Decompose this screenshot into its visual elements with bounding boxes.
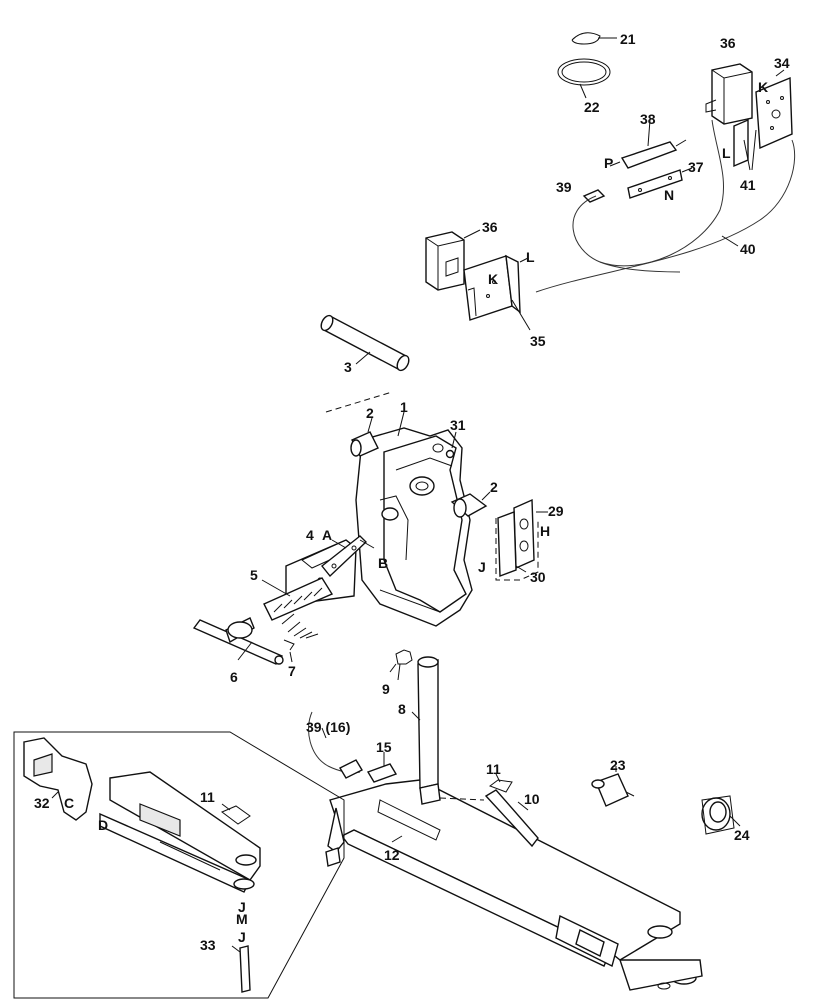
callout-36-top: 36 <box>720 35 736 51</box>
callout-34: 34 <box>774 55 790 71</box>
alignment-dashes-3 <box>325 391 393 413</box>
callout-11-main: 11 <box>486 761 501 777</box>
callout-31: 31 <box>450 417 466 433</box>
callout-15: 15 <box>376 739 392 755</box>
letter-l-top: L <box>722 145 731 161</box>
handle-10 <box>439 789 539 848</box>
frame-bracket-1 <box>355 411 473 627</box>
letter-n: N <box>664 187 674 203</box>
callout-35: 35 <box>530 333 546 349</box>
callout-22: 22 <box>584 99 600 115</box>
wiring-39-16 <box>308 711 363 779</box>
pin-3 <box>320 314 410 372</box>
callout-12: 12 <box>384 847 400 863</box>
letter-a: A <box>322 527 332 543</box>
callout-8: 8 <box>398 701 406 717</box>
socket-24 <box>701 795 741 835</box>
callout-32: 32 <box>34 795 50 811</box>
letter-m: M <box>236 911 248 927</box>
latch-pin-6 <box>192 617 284 665</box>
cotter-pin-7 <box>283 639 295 663</box>
letter-h: H <box>540 523 550 539</box>
letter-d: D <box>98 817 108 833</box>
sensor-block-36-top <box>705 63 753 125</box>
grease-fitting-31 <box>445 431 457 459</box>
callout-30: 30 <box>530 569 546 585</box>
callout-5: 5 <box>250 567 258 583</box>
letter-b: B <box>378 555 388 571</box>
callout-36-mid: 36 <box>482 219 498 235</box>
hose-holder-9 <box>389 649 413 681</box>
callout-29: 29 <box>548 503 564 519</box>
callout-2-left: 2 <box>366 405 374 421</box>
callout-11-inset: 11 <box>200 789 215 805</box>
letter-j-inset-1: J <box>238 899 246 915</box>
letter-j-latch: J <box>478 559 486 575</box>
callout-4: 4 <box>306 527 314 543</box>
drawbar-12 <box>325 779 703 991</box>
callout-3: 3 <box>344 359 352 375</box>
callout-23: 23 <box>610 757 626 773</box>
callout-9: 9 <box>382 681 390 697</box>
callout-24: 24 <box>734 827 750 843</box>
switch-38 <box>609 119 687 169</box>
bushing-2-left <box>350 417 379 457</box>
letter-k-top: K <box>758 79 768 95</box>
callout-21: 21 <box>620 31 636 47</box>
latch-plate-30 <box>495 511 539 581</box>
letter-p: P <box>604 155 613 171</box>
callout-41: 41 <box>740 177 756 193</box>
upright-tube-8 <box>411 656 441 805</box>
inset-box <box>13 731 345 999</box>
callout-2-right: 2 <box>490 479 498 495</box>
callout-39-top: 39 <box>556 179 572 195</box>
plate-41 <box>733 118 757 171</box>
letter-l-mid: L <box>526 249 535 265</box>
callout-39-16: 39 (16) <box>306 719 350 735</box>
mounting-bracket-35 <box>463 254 531 331</box>
letter-c: C <box>64 795 74 811</box>
snap-ring-22 <box>557 58 611 99</box>
callout-40: 40 <box>740 241 756 257</box>
sensor-block-36-mid <box>425 229 481 291</box>
callout-37: 37 <box>688 159 704 175</box>
clip-pin-11-main <box>488 773 513 793</box>
harness-40 <box>535 119 796 293</box>
mounting-bracket-34 <box>755 69 793 150</box>
letter-j-inset-2: J <box>238 929 246 945</box>
bushing-2-right <box>450 491 491 518</box>
callout-33: 33 <box>200 937 216 953</box>
socket-23 <box>591 766 635 807</box>
callout-6: 6 <box>230 669 238 685</box>
letter-k-mid: K <box>488 271 498 287</box>
retaining-ring-21 <box>571 32 617 45</box>
spring-5 <box>261 577 334 639</box>
callout-7: 7 <box>288 663 296 679</box>
callout-38: 38 <box>640 111 656 127</box>
callout-1: 1 <box>400 399 408 415</box>
plate-37 <box>627 167 693 199</box>
clip-pin-11-inset <box>221 803 251 825</box>
harness-connector-15 <box>366 752 398 783</box>
callout-10: 10 <box>524 791 540 807</box>
